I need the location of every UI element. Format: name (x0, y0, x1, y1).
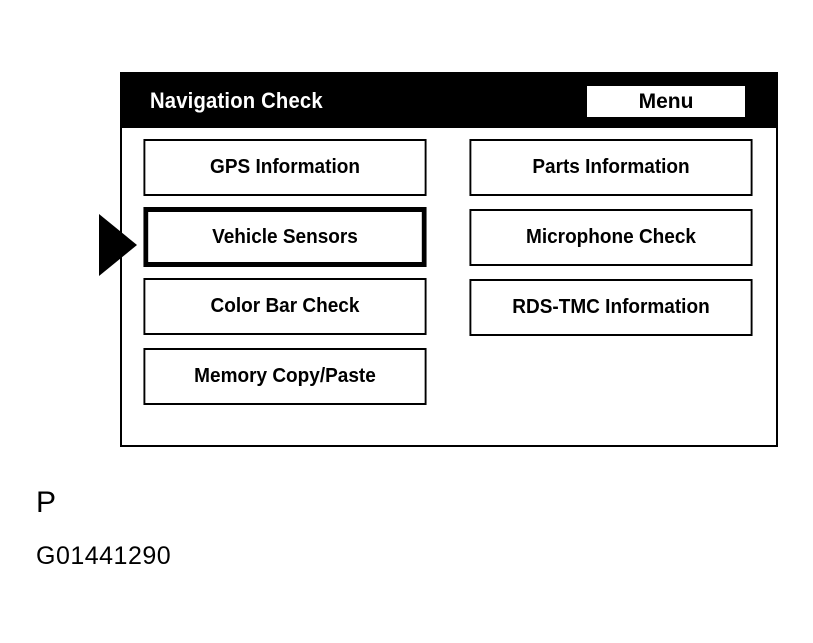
navigation-check-screen: Navigation Check Menu GPS Information Ve… (120, 72, 778, 447)
nav-button-vehicle-sensors[interactable]: Vehicle Sensors (143, 207, 427, 267)
nav-button-gps-information[interactable]: GPS Information (143, 139, 427, 196)
menu-button[interactable]: Menu (587, 86, 745, 117)
caption-figure-code: G01441290 (36, 542, 172, 570)
button-column-right: Parts Information Microphone Check RDS-T… (462, 139, 760, 336)
page-title: Navigation Check (150, 88, 323, 113)
button-grid: GPS Information Vehicle Sensors Color Ba… (122, 128, 776, 445)
nav-button-rds-tmc-information[interactable]: RDS-TMC Information (469, 279, 753, 336)
nav-button-color-bar-check[interactable]: Color Bar Check (143, 278, 427, 335)
figure-caption: P G01441290 (36, 488, 171, 569)
nav-button-parts-information[interactable]: Parts Information (469, 139, 753, 196)
nav-button-memory-copy-paste[interactable]: Memory Copy/Paste (143, 348, 427, 405)
caption-letter: P (36, 486, 57, 519)
right-arrow-icon (99, 214, 137, 276)
screen-title-bar: Navigation Check Menu (122, 74, 776, 128)
button-column-left: GPS Information Vehicle Sensors Color Ba… (136, 139, 434, 405)
nav-button-microphone-check[interactable]: Microphone Check (469, 209, 753, 266)
